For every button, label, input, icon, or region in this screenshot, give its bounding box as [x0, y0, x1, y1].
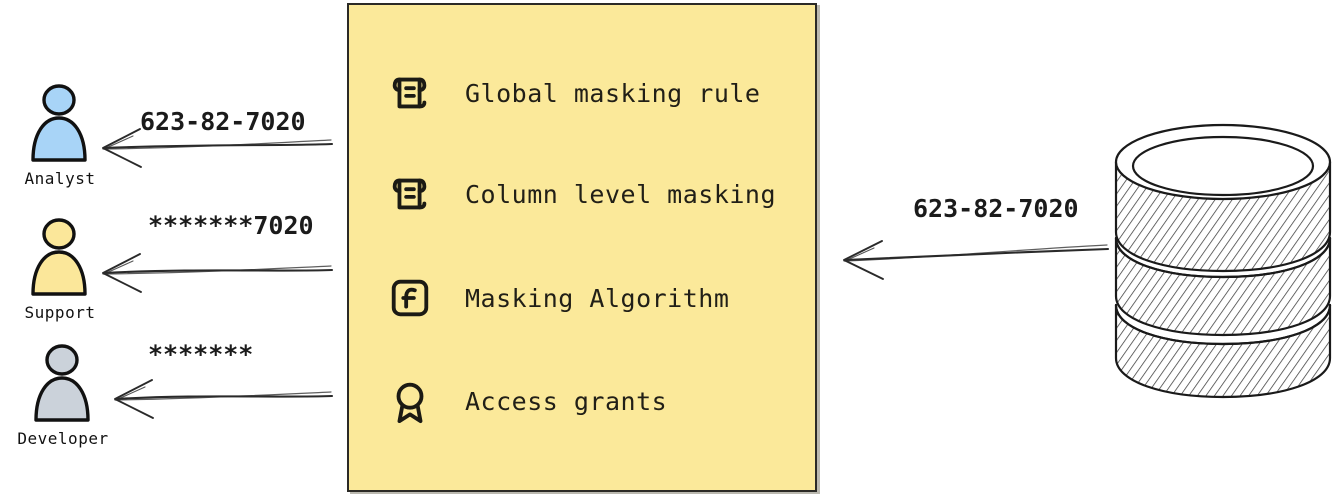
database-cylinder-icon[interactable] — [1108, 120, 1338, 405]
flow-label-source: 623-82-7020 — [913, 194, 1079, 223]
policy-item-label: Global masking rule — [465, 78, 761, 108]
policy-box[interactable]: Global masking rule Column level masking — [347, 3, 817, 492]
policy-item-label: Column level masking — [465, 179, 777, 209]
policy-item-list: Global masking rule Column level masking — [349, 5, 815, 490]
policy-item-access-grants[interactable]: Access grants — [387, 378, 667, 424]
function-box-icon — [391, 279, 429, 317]
actor-label: Support — [24, 303, 96, 322]
flow-label-developer: ******* — [148, 340, 254, 369]
arrow-database-to-policy — [843, 240, 1110, 280]
actor-label: Analyst — [24, 169, 96, 188]
actor-support[interactable]: Support — [0, 216, 120, 322]
policy-item-masking-algorithm[interactable]: Masking Algorithm — [387, 275, 729, 321]
scroll-icon — [392, 178, 427, 210]
arrow-to-support — [102, 253, 334, 293]
arrow-to-developer — [114, 379, 334, 419]
person-icon — [31, 218, 87, 296]
actor-analyst[interactable]: Analyst — [0, 82, 120, 188]
flow-label-support: *******7020 — [148, 211, 314, 240]
flow-label-analyst: 623-82-7020 — [140, 107, 306, 136]
award-ribbon-icon — [396, 382, 424, 424]
actor-label: Developer — [17, 429, 109, 448]
policy-item-label: Masking Algorithm — [465, 283, 730, 313]
actor-developer[interactable]: Developer — [3, 342, 123, 448]
policy-item-label: Access grants — [465, 386, 668, 416]
policy-item-global-masking-rule[interactable]: Global masking rule — [387, 70, 760, 116]
person-icon — [34, 344, 90, 422]
policy-item-column-level-masking[interactable]: Column level masking — [387, 171, 776, 217]
person-icon — [31, 84, 87, 162]
scroll-icon — [392, 77, 427, 109]
